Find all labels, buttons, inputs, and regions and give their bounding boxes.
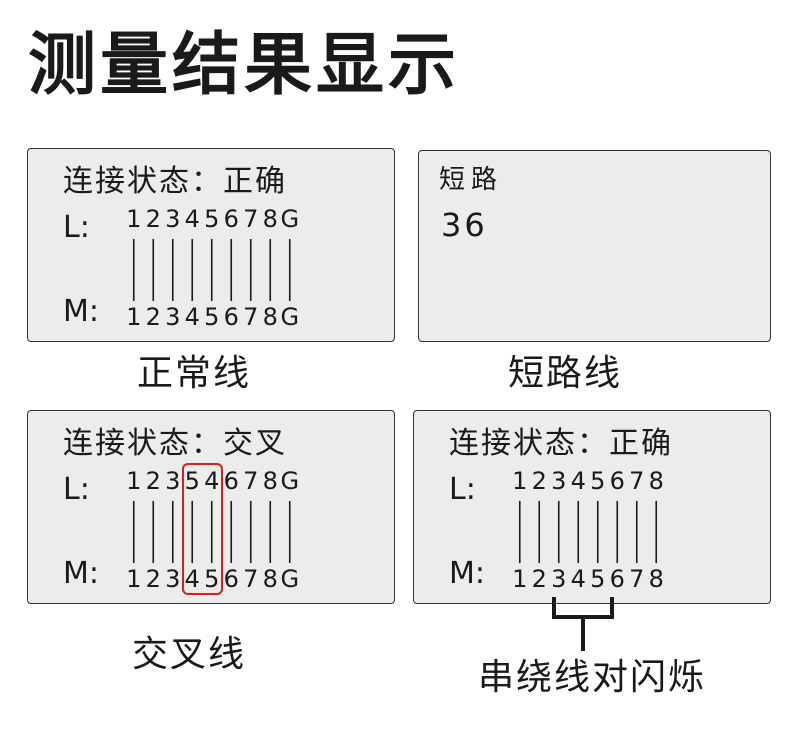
wire-lines	[518, 501, 658, 563]
pin-digit: G	[280, 303, 300, 331]
pin-digit: 5	[204, 565, 220, 593]
status-text: 连接状态：交叉	[63, 426, 287, 461]
split-caption: 串绕线对闪烁	[478, 657, 707, 698]
pin-digit: 8	[262, 303, 278, 331]
pin-digit: 1	[126, 467, 142, 495]
short-caption: 短路线	[508, 353, 623, 394]
pin-digit: 6	[223, 205, 239, 233]
pin-digit: 7	[243, 467, 259, 495]
pin-digit: 1	[512, 565, 528, 593]
pin-digit: 7	[243, 303, 259, 331]
pin-digit: 3	[165, 303, 181, 331]
pin-digit: 3	[165, 205, 181, 233]
m-label: M:	[449, 556, 485, 591]
m-label: M:	[63, 294, 99, 329]
pin-digit: 2	[145, 467, 161, 495]
pin-digit: 7	[243, 565, 259, 593]
pin-digit: 8	[262, 205, 278, 233]
cross-highlight-box	[182, 463, 223, 595]
pin-digit: 5	[590, 467, 606, 495]
pin-digit: 1	[126, 565, 142, 593]
pin-digit: 4	[204, 467, 220, 495]
wire-lines	[132, 501, 291, 563]
pin-digit: G	[280, 565, 300, 593]
pin-digit: 7	[243, 205, 259, 233]
pin-digit: G	[280, 467, 300, 495]
pin-digit: G	[280, 205, 300, 233]
pin-digit: 6	[223, 303, 239, 331]
pin-digit: 8	[262, 467, 278, 495]
pin-digit: 7	[629, 565, 645, 593]
wire-lines	[132, 239, 291, 301]
pin-digit: 4	[570, 467, 586, 495]
pin-digit: 4	[184, 303, 200, 331]
pin-digit: 3	[551, 467, 567, 495]
pin-digit: 2	[145, 205, 161, 233]
status-text: 连接状态：正确	[449, 426, 673, 461]
pin-digit: 5	[204, 205, 220, 233]
pin-digit: 3	[165, 467, 181, 495]
pin-digit: 3	[551, 565, 567, 593]
l-label: L:	[449, 472, 476, 507]
pin-digit: 2	[531, 565, 547, 593]
cross-caption: 交叉线	[132, 634, 247, 675]
short-title: 短路	[439, 165, 504, 195]
pin-digit: 5	[204, 303, 220, 331]
status-text: 连接状态：正确	[63, 164, 287, 199]
pin-digit: 8	[648, 467, 664, 495]
short-panel: 短路 36	[418, 150, 771, 342]
pin-digit: 2	[145, 303, 161, 331]
pin-digit: 5	[590, 565, 606, 593]
pin-digit: 1	[126, 303, 142, 331]
pin-digit: 2	[145, 565, 161, 593]
pin-digit: 6	[609, 467, 625, 495]
l-label: L:	[63, 472, 90, 507]
pin-digit: 6	[609, 565, 625, 593]
pin-digit: 6	[223, 565, 239, 593]
normal-caption: 正常线	[137, 353, 252, 394]
pin-digit: 4	[570, 565, 586, 593]
split-pair-bracket	[552, 597, 614, 651]
pin-digit: 7	[629, 467, 645, 495]
pin-digit: 2	[531, 467, 547, 495]
m-label: M:	[63, 556, 99, 591]
pin-digit: 5	[184, 467, 200, 495]
pin-digit: 1	[126, 205, 142, 233]
pin-digit: 3	[165, 565, 181, 593]
pin-digit: 6	[223, 467, 239, 495]
short-value: 36	[441, 206, 488, 244]
pin-digit: 8	[262, 565, 278, 593]
pin-digit: 1	[512, 467, 528, 495]
l-label: L:	[63, 210, 90, 245]
pin-digit: 8	[648, 565, 664, 593]
pin-digit: 4	[184, 205, 200, 233]
pin-digit: 4	[184, 565, 200, 593]
page-title: 测量结果显示	[28, 26, 461, 105]
